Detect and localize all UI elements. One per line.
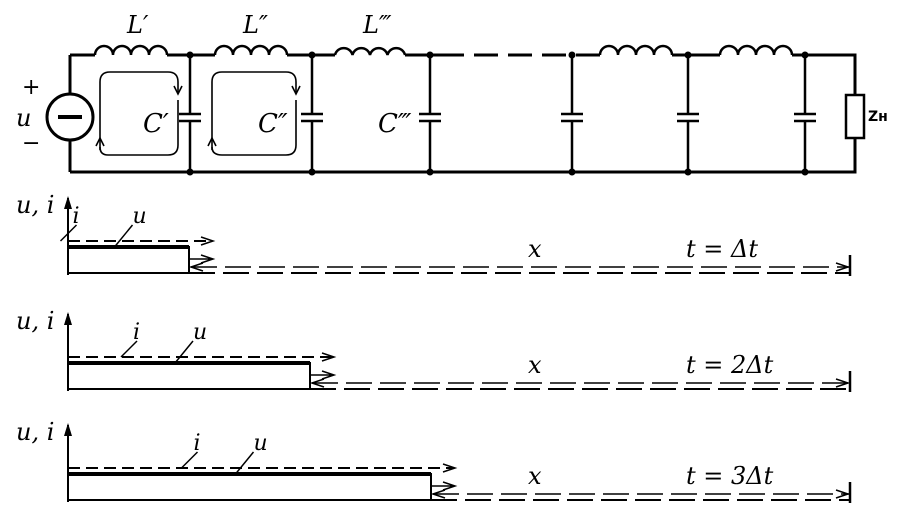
graph-u-label: u	[254, 431, 268, 456]
junction-dot-top	[426, 51, 434, 59]
graph-axis-label: u, i	[16, 418, 54, 446]
graph-i-label: i	[133, 320, 140, 345]
back-arrow	[430, 489, 446, 499]
junction-dot-top	[308, 51, 316, 59]
graph-u-label: u	[193, 320, 207, 345]
inductor-label-3: L‴	[362, 11, 392, 39]
u-leader	[113, 224, 134, 248]
junction-dot-bottom	[308, 168, 316, 176]
inductor-1	[93, 44, 169, 56]
source-voltage-label: u	[16, 104, 31, 132]
junction-dot-top	[568, 51, 576, 59]
graph-3: u, i i u x t = 3Δt	[16, 418, 852, 503]
u-leader	[234, 451, 255, 475]
inductor-label-2: L″	[242, 11, 268, 39]
voltage-step	[67, 362, 311, 390]
capacitor-label-3: C‴	[378, 109, 412, 139]
top-rail-f	[792, 53, 857, 95]
current-loop-2	[207, 71, 301, 156]
graph-1: u, i i u x t = Δt	[16, 191, 852, 276]
graph-y-axis-arrow	[64, 196, 72, 209]
capacitor-2	[301, 55, 323, 172]
end-arrow	[835, 489, 851, 499]
inductor-label-1: L′	[126, 11, 149, 39]
current-loop-1	[95, 71, 183, 156]
u-leader	[174, 340, 194, 364]
inductor-5	[718, 44, 794, 56]
graph-time-label: t = 2Δt	[686, 351, 774, 379]
inductor-2	[213, 44, 289, 56]
end-arrow	[835, 378, 851, 388]
end-arrow	[835, 262, 851, 272]
front-arrow-middle	[431, 481, 458, 491]
front-arrow-upper	[321, 352, 337, 362]
graph-2: u, i i u x t = 2Δt	[16, 307, 852, 392]
load-label: Zн	[868, 109, 888, 125]
load-resistor	[844, 93, 866, 140]
junction-dot-top	[186, 51, 194, 59]
junction-dot-bottom	[684, 168, 692, 176]
junction-dot-top	[684, 51, 692, 59]
inductor-4	[598, 44, 674, 56]
graph-i-label: i	[194, 431, 201, 456]
voltage-step	[67, 473, 432, 501]
front-arrow-upper	[442, 463, 458, 473]
back-arrow	[188, 262, 204, 272]
graph-i-label: i	[73, 204, 80, 229]
junction-dot-bottom	[801, 168, 809, 176]
graph-x-label: x	[528, 351, 542, 379]
source-plus-sign: +	[22, 75, 40, 100]
back-arrow	[309, 378, 325, 388]
junction-dot-bottom	[568, 168, 576, 176]
graph-time-label: t = Δt	[686, 235, 758, 263]
capacitor-label-2: C″	[258, 109, 288, 139]
graph-time-label: t = 3Δt	[686, 462, 774, 490]
source-minus-sign: −	[22, 131, 40, 156]
junction-dot-bottom	[186, 168, 194, 176]
shunt-capacitors	[179, 55, 816, 172]
wave-graphs: u, i i u x t = Δt u, i i u x t = 2Δt u, i i u x t = 3Δ…	[16, 191, 852, 503]
capacitor-5	[677, 55, 699, 172]
ladder-circuit	[68, 53, 857, 174]
capacitor-4	[561, 55, 583, 172]
front-arrow-middle	[189, 254, 216, 264]
bottom-rail	[70, 138, 857, 174]
capacitor-label-1: C′	[143, 109, 169, 139]
graph-u-label: u	[133, 204, 147, 229]
i-leader	[120, 340, 138, 358]
i-leader	[59, 224, 78, 242]
graph-x-label: x	[528, 235, 542, 263]
graph-y-axis-arrow	[64, 423, 72, 436]
voltage-source	[45, 92, 95, 142]
i-leader	[180, 451, 199, 469]
junction-dots	[186, 51, 809, 176]
graph-y-axis-arrow	[64, 312, 72, 325]
capacitor-6	[794, 55, 816, 172]
junction-dot-bottom	[426, 168, 434, 176]
front-arrow-upper	[200, 236, 216, 246]
graph-axis-label: u, i	[16, 191, 54, 219]
graph-x-label: x	[528, 462, 542, 490]
graph-axis-label: u, i	[16, 307, 54, 335]
inductor-3	[333, 46, 407, 56]
capacitor-3	[419, 55, 441, 172]
capacitor-1	[179, 55, 201, 172]
voltage-step	[67, 246, 190, 274]
junction-dot-top	[801, 51, 809, 59]
front-arrow-middle	[310, 370, 337, 380]
